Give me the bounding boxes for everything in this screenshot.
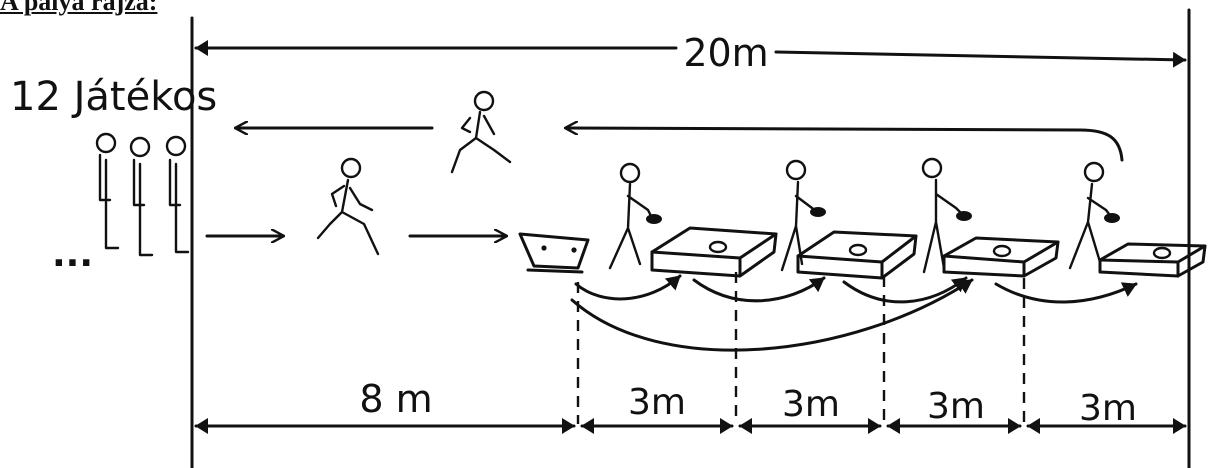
waiting-player-2 [129, 136, 154, 257]
box-3 [942, 236, 1060, 278]
catching-player-4 [1068, 161, 1120, 270]
catching-player-3 [921, 157, 972, 274]
segment-label-2: 3m [628, 382, 686, 423]
returning-runner [450, 90, 512, 174]
waiting-player-1 [95, 132, 120, 250]
start-basket [518, 232, 590, 274]
segment-label-4: 3m [927, 386, 985, 427]
waiting-players: ... [52, 132, 190, 275]
pass-arrows [570, 274, 1138, 352]
total-length-dimension: 20m [194, 31, 1187, 75]
segment-label-3: 3m [782, 384, 840, 425]
return-arrows [236, 128, 1124, 162]
segment-label-1: 8 m [359, 377, 432, 421]
segment-markers [576, 272, 1026, 424]
players-ellipsis: ... [52, 234, 93, 275]
catching-player-1 [608, 162, 662, 270]
running-player [316, 157, 380, 256]
players-label: 12 Játékos [10, 74, 217, 120]
segment-label-5: 3m [1079, 388, 1137, 429]
page-title: A pálya rajza: [0, 0, 158, 16]
box-4 [1098, 242, 1207, 278]
catching-player-2 [780, 159, 826, 272]
waiting-player-3 [165, 135, 190, 254]
box-2 [796, 230, 918, 280]
box-1 [650, 226, 778, 278]
total-length-label: 20m [683, 31, 768, 75]
